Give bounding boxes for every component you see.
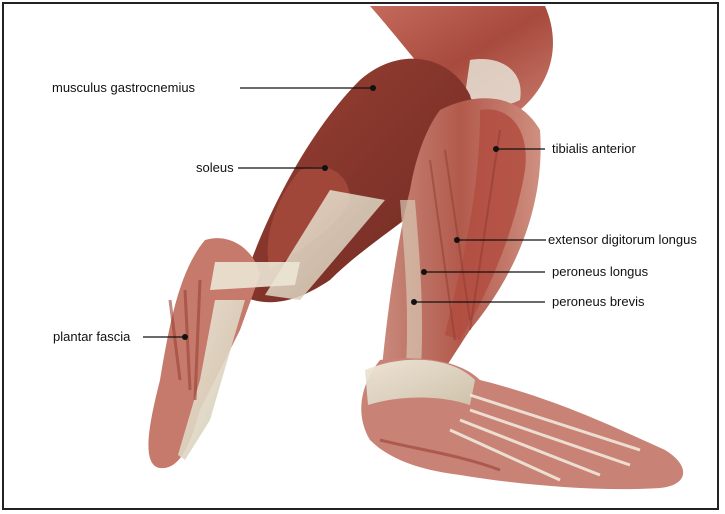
label-musculus-gastrocnemius: musculus gastrocnemius [52, 81, 195, 95]
label-peroneus-brevis: peroneus brevis [552, 295, 645, 309]
label-plantar-fascia: plantar fascia [53, 330, 130, 344]
label-peroneus-longus: peroneus longus [552, 265, 648, 279]
label-extensor-digitorum-longus: extensor digitorum longus [548, 233, 697, 247]
label-tibialis-anterior: tibialis anterior [552, 142, 636, 156]
label-soleus: soleus [196, 161, 234, 175]
